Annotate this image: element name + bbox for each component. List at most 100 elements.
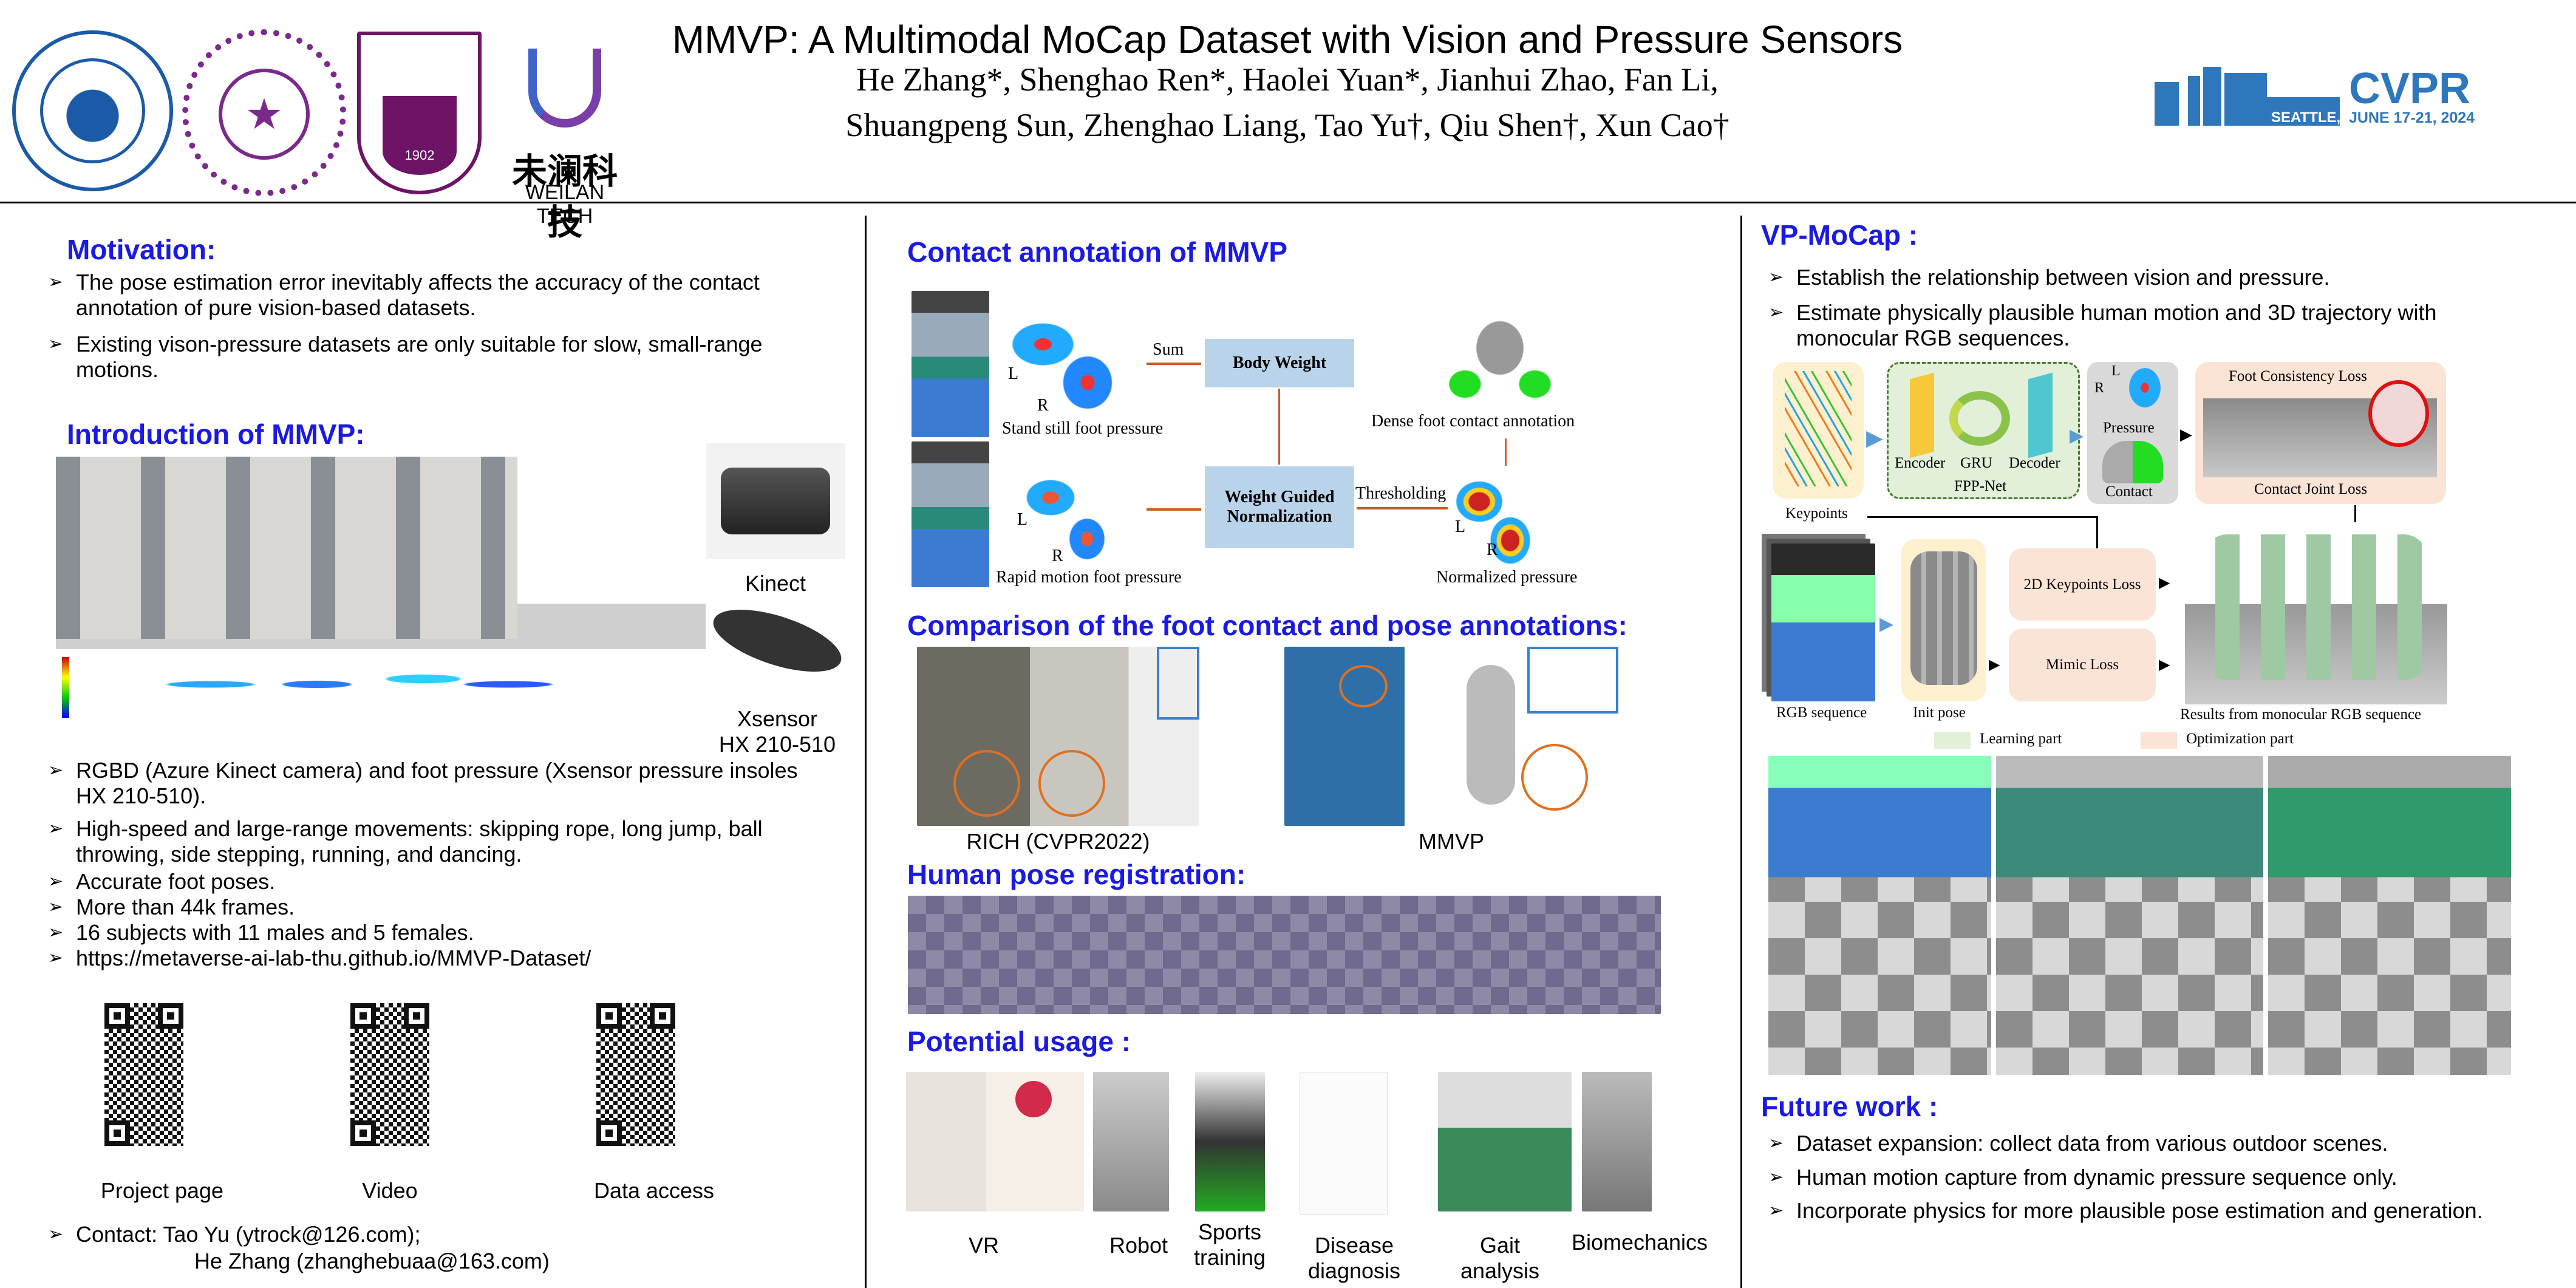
usage-biomechanics-image: [1582, 1072, 1652, 1211]
usage-robot-image: [1093, 1072, 1169, 1211]
logo-weilan: 未澜科技 WEILAN TECH: [495, 36, 635, 242]
motion-sequence-figure: [56, 457, 706, 724]
comparison-heading: Comparison of the foot contact and pose …: [907, 610, 1627, 641]
mmvp-label: MMVP: [1419, 829, 1484, 854]
qualitative-results-3: [2268, 756, 2511, 1075]
future-bullet: Incorporate physics for more plausible p…: [1768, 1198, 2555, 1224]
vp-bullet: Estimate physically plausible human moti…: [1768, 300, 2525, 351]
intro-bullet: Accurate foot poses.: [48, 869, 823, 894]
sum-label: Sum: [1153, 340, 1184, 359]
xsensor-insole-image: [704, 596, 850, 689]
usage-gait-image: [1438, 1072, 1572, 1211]
arrow-mimic-to-results: ▶: [2159, 656, 2170, 673]
contact-info: Contact: Tao Yu (ytrock@126.com);: [48, 1222, 823, 1247]
column-divider-2: [1740, 216, 1742, 1288]
mimic-loss-box: Mimic Loss: [2009, 629, 2156, 701]
keypoints-connector: [1867, 516, 2098, 553]
rgb-sequence-label: RGB sequence: [1776, 704, 1867, 721]
normalized-pressure-map: [1448, 468, 1552, 565]
arrow-down: [1278, 389, 1280, 465]
kinect-label: Kinect: [745, 571, 806, 596]
arrow-to-mimic: ▶: [1989, 656, 2000, 673]
pressure-contact-box: L R Pressure Contact: [2087, 362, 2178, 504]
arrow-to-fppnet: ▶: [1866, 425, 1883, 450]
intro-bullet: High-speed and large-range movements: sk…: [48, 816, 823, 867]
usage-label-robot: Robot: [1109, 1233, 1168, 1258]
arrow-to-loss: ▶: [2180, 425, 2192, 443]
arrow-sum: [1147, 363, 1201, 365]
header-divider: [0, 202, 2576, 203]
learning-part-legend: Learning part: [1980, 731, 2062, 747]
fpp-net-box: Encoder GRU Decoder FPP-Net: [1887, 362, 2080, 499]
arrow-thresholding: [1357, 507, 1448, 509]
learning-part-swatch: [1934, 732, 1971, 749]
vp-mocap-heading: VP-MoCap :: [1761, 219, 1918, 251]
cvpr-logo: SEATTLE, WA CVPR JUNE 17-21, 2024: [2150, 49, 2514, 128]
body-weight-box: Body Weight: [1205, 339, 1354, 387]
results-label: Results from monocular RGB sequence: [2180, 706, 2422, 723]
qr-label-video: Video: [362, 1178, 418, 1203]
usage-label-biomechanics: Biomechanics: [1571, 1230, 1708, 1255]
rich-label: RICH (CVPR2022): [966, 829, 1150, 854]
rich-comparison-image: [917, 647, 1199, 826]
dense-foot-contact-mesh: [1445, 307, 1555, 410]
qr-label-data-access: Data access: [593, 1178, 715, 1203]
contact-info-2: He Zhang (zhanghebuaa@163.com): [194, 1249, 550, 1273]
xsensor-model-label: HX 210-510: [718, 732, 836, 757]
intro-heading: Introduction of MMVP:: [67, 418, 365, 450]
usage-label-vr: VR: [968, 1233, 999, 1258]
usage-vr-image: [906, 1072, 1084, 1211]
label-R: R: [1037, 396, 1049, 415]
rapid-motion-label: Rapid motion foot pressure: [996, 568, 1182, 587]
2d-keypoints-loss-box: 2D Keypoints Loss: [2009, 548, 2156, 621]
arrow-rapid: [1147, 508, 1201, 511]
rapid-motion-pressure-map: [1020, 462, 1142, 565]
thresholding-label: Thresholding: [1355, 484, 1446, 503]
mmvp-comparison-image: [1284, 647, 1618, 826]
arrow-to-init: ▶: [1879, 614, 1894, 634]
stand-still-pressure-map: [1011, 301, 1139, 410]
logo-nanjing: 1902: [357, 32, 482, 194]
qr-label-project-page: Project page: [100, 1178, 224, 1203]
gru-cycle-icon: [1949, 391, 2010, 446]
normalized-pressure-label: Normalized pressure: [1436, 568, 1578, 587]
xsensor-label: Xsensor: [737, 706, 818, 731]
contact-loss-box: Foot Consistency Loss Contact Joint Loss: [2195, 362, 2446, 504]
future-work-heading: Future work :: [1761, 1091, 1938, 1122]
stand-still-label: Stand still foot pressure: [1002, 419, 1164, 438]
motivation-heading: Motivation:: [67, 234, 216, 265]
init-pose-label: Init pose: [1913, 704, 1966, 721]
qr-code-data-access[interactable]: [596, 1003, 675, 1146]
intro-bullet: RGBD (Azure Kinect camera) and foot pres…: [48, 758, 823, 809]
intro-bullet: More than 44k frames.: [48, 894, 823, 920]
optimization-part-swatch: [2141, 732, 2177, 749]
qr-code-video[interactable]: [350, 1003, 429, 1146]
usage-sports-image: [1195, 1072, 1265, 1211]
dense-contact-label: Dense foot contact annotation: [1371, 412, 1575, 431]
future-bullet: Human motion capture from dynamic pressu…: [1768, 1165, 2555, 1190]
optimization-part-legend: Optimization part: [2186, 731, 2294, 747]
rgb-sequence-image: [1771, 543, 1875, 701]
contact-annotation-heading: Contact annotation of MMVP: [907, 236, 1288, 268]
arrow-up: [1505, 438, 1507, 466]
keypoints-label: Keypoints: [1785, 505, 1848, 522]
logo-tsinghua: ★: [182, 29, 346, 196]
init-pose-box: [1901, 539, 1986, 701]
label-R: R: [1487, 540, 1498, 559]
seattle-skyline-icon: [2155, 64, 2340, 126]
pose-registration-strip: [908, 896, 1661, 1014]
column-divider-1: [865, 216, 867, 1288]
dataset-link[interactable]: https://metaverse-ai-lab-thu.github.io/M…: [48, 946, 823, 971]
label-L: L: [1017, 510, 1028, 529]
usage-disease-image: [1300, 1072, 1388, 1215]
intro-bullet: 16 subjects with 11 males and 5 females.: [48, 920, 823, 946]
label-L: L: [1008, 364, 1019, 383]
encoder-block-icon: [1910, 372, 1934, 458]
kinect-image: [706, 443, 845, 559]
keypoints-box: [1773, 362, 1864, 499]
qr-code-project-page[interactable]: [104, 1003, 183, 1146]
poster-title: MMVP: A Multimodal MoCap Dataset with Vi…: [672, 18, 1903, 61]
